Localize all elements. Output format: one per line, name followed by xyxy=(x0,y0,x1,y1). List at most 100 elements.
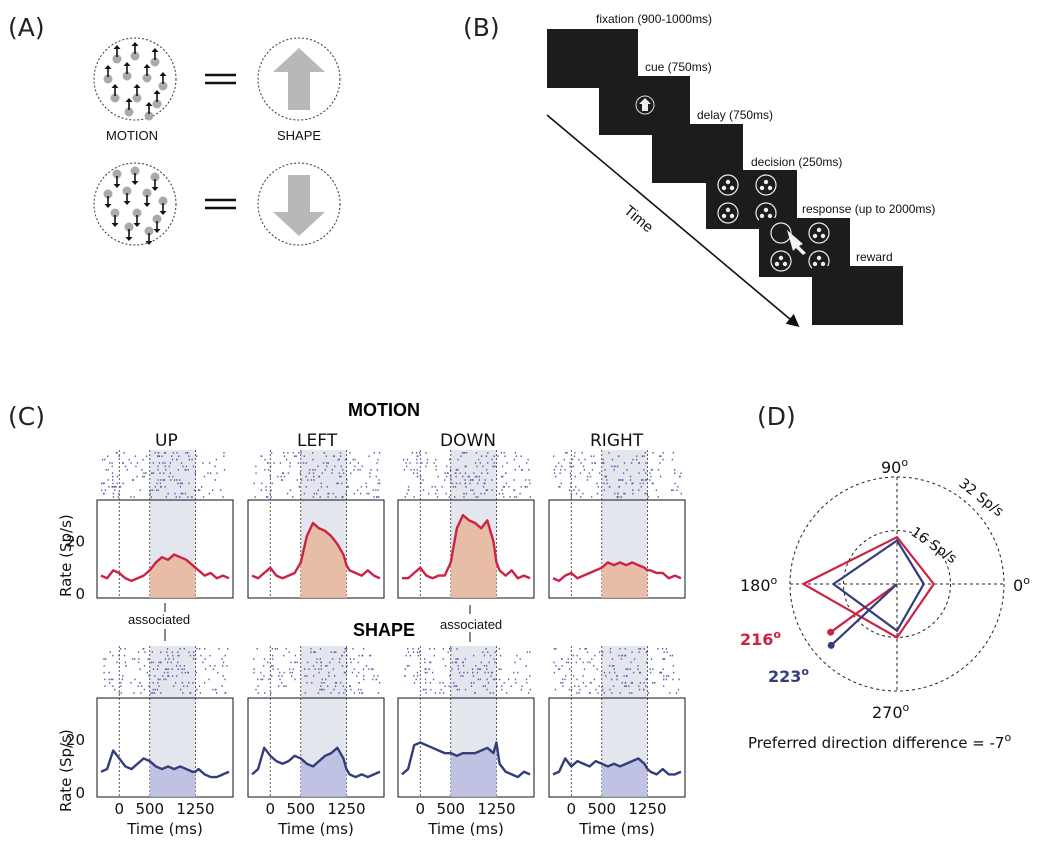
raster-spike xyxy=(508,486,510,488)
raster-spike xyxy=(304,692,306,694)
target-circle xyxy=(770,250,792,272)
motion-dot xyxy=(130,51,140,61)
raster-spike xyxy=(338,458,340,461)
raster-spike xyxy=(182,465,184,468)
raster-spike xyxy=(620,496,623,498)
raster-spike xyxy=(368,668,370,670)
raster-spike xyxy=(435,465,437,468)
raster-spike xyxy=(172,452,175,454)
raster-spike xyxy=(107,455,109,457)
raster-spike xyxy=(520,455,522,457)
raster-spike xyxy=(624,685,626,687)
raster-spike xyxy=(195,671,198,674)
raster-spike xyxy=(167,654,169,657)
x-tick-label: 500 xyxy=(286,800,315,818)
target-circle xyxy=(717,174,739,196)
raster-spike xyxy=(514,661,516,664)
raster-spike xyxy=(478,479,481,481)
raster-spike xyxy=(137,661,140,664)
raster-spike xyxy=(457,665,459,667)
raster-spike xyxy=(450,648,452,650)
raster-spike xyxy=(165,496,167,498)
raster-spike xyxy=(270,496,272,498)
raster-spike xyxy=(590,455,592,457)
raster-spike xyxy=(479,668,481,670)
raster-spike xyxy=(479,462,481,464)
psth-line xyxy=(402,513,531,580)
raster-spike xyxy=(493,465,495,468)
raster-spike xyxy=(139,668,141,670)
target-dot xyxy=(816,227,822,233)
raster-spike xyxy=(147,658,149,660)
raster-spike xyxy=(216,472,218,474)
raster-spike xyxy=(340,682,342,684)
raster-spike xyxy=(449,469,452,471)
raster-spike xyxy=(187,469,189,471)
raster-spike xyxy=(104,685,106,687)
raster-spike xyxy=(484,685,487,687)
raster-spike xyxy=(593,455,595,457)
raster-spike xyxy=(476,475,478,478)
raster-spike xyxy=(633,658,636,660)
raster-spike xyxy=(264,469,266,471)
raster-spike xyxy=(379,682,381,684)
raster-spike xyxy=(360,492,362,495)
raster-spike xyxy=(638,671,641,674)
raster-spike xyxy=(504,455,506,457)
raster-spike xyxy=(278,675,280,677)
raster-spike xyxy=(158,462,161,464)
raster-spike xyxy=(123,452,125,454)
raster-spike xyxy=(168,658,170,660)
raster-spike xyxy=(485,489,487,491)
raster-spike xyxy=(613,465,615,468)
raster-spike xyxy=(183,685,185,687)
raster-spike xyxy=(172,654,174,657)
raster-spike xyxy=(561,665,563,667)
raster-spike xyxy=(162,462,164,464)
raster-spike xyxy=(316,661,318,664)
raster-spike xyxy=(553,648,556,650)
raster-spike xyxy=(362,668,365,670)
raster-spike xyxy=(597,692,599,694)
raster-spike xyxy=(169,472,172,474)
raster-spike xyxy=(346,479,348,481)
raster-spike xyxy=(221,685,223,687)
ring-label-32: 32 Sp/s xyxy=(956,476,1007,521)
raster-spike xyxy=(467,475,469,478)
raster-spike xyxy=(420,482,422,485)
raster-spike xyxy=(491,489,493,491)
raster-spike xyxy=(417,654,420,657)
raster-spike xyxy=(318,671,320,674)
raster-spike xyxy=(116,475,119,478)
raster-spike xyxy=(302,462,305,464)
raster-spike xyxy=(204,682,206,684)
psth-line xyxy=(401,741,531,779)
raster-spike xyxy=(125,665,127,667)
raster-spike xyxy=(136,462,139,464)
raster-spike xyxy=(485,455,488,457)
raster-spike xyxy=(492,692,494,694)
raster-spike xyxy=(269,475,271,478)
raster-spike xyxy=(102,492,105,495)
raster-spike xyxy=(377,489,379,491)
raster-spike xyxy=(148,685,150,687)
motion-dot xyxy=(122,71,132,81)
raster-spike xyxy=(421,462,423,464)
raster-spike xyxy=(608,452,610,454)
raster-spike xyxy=(481,472,483,474)
panel-c: (C) MOTION SHAPE UP LEFT DOWN RIGHT asso… xyxy=(8,400,686,838)
raster-spike xyxy=(287,452,289,454)
raster-spike xyxy=(498,492,501,495)
raster-spike xyxy=(375,475,377,478)
raster-spike xyxy=(463,496,465,498)
raster-spike xyxy=(134,678,136,681)
raster-spike xyxy=(291,671,294,674)
motion-dot xyxy=(122,186,132,196)
raster-spike xyxy=(406,665,409,667)
target-dot xyxy=(778,255,784,261)
raster-spike xyxy=(377,675,379,677)
raster-spike xyxy=(283,671,285,674)
raster-spike xyxy=(313,475,315,478)
raster-spike xyxy=(644,479,647,481)
raster-spike xyxy=(122,482,124,485)
